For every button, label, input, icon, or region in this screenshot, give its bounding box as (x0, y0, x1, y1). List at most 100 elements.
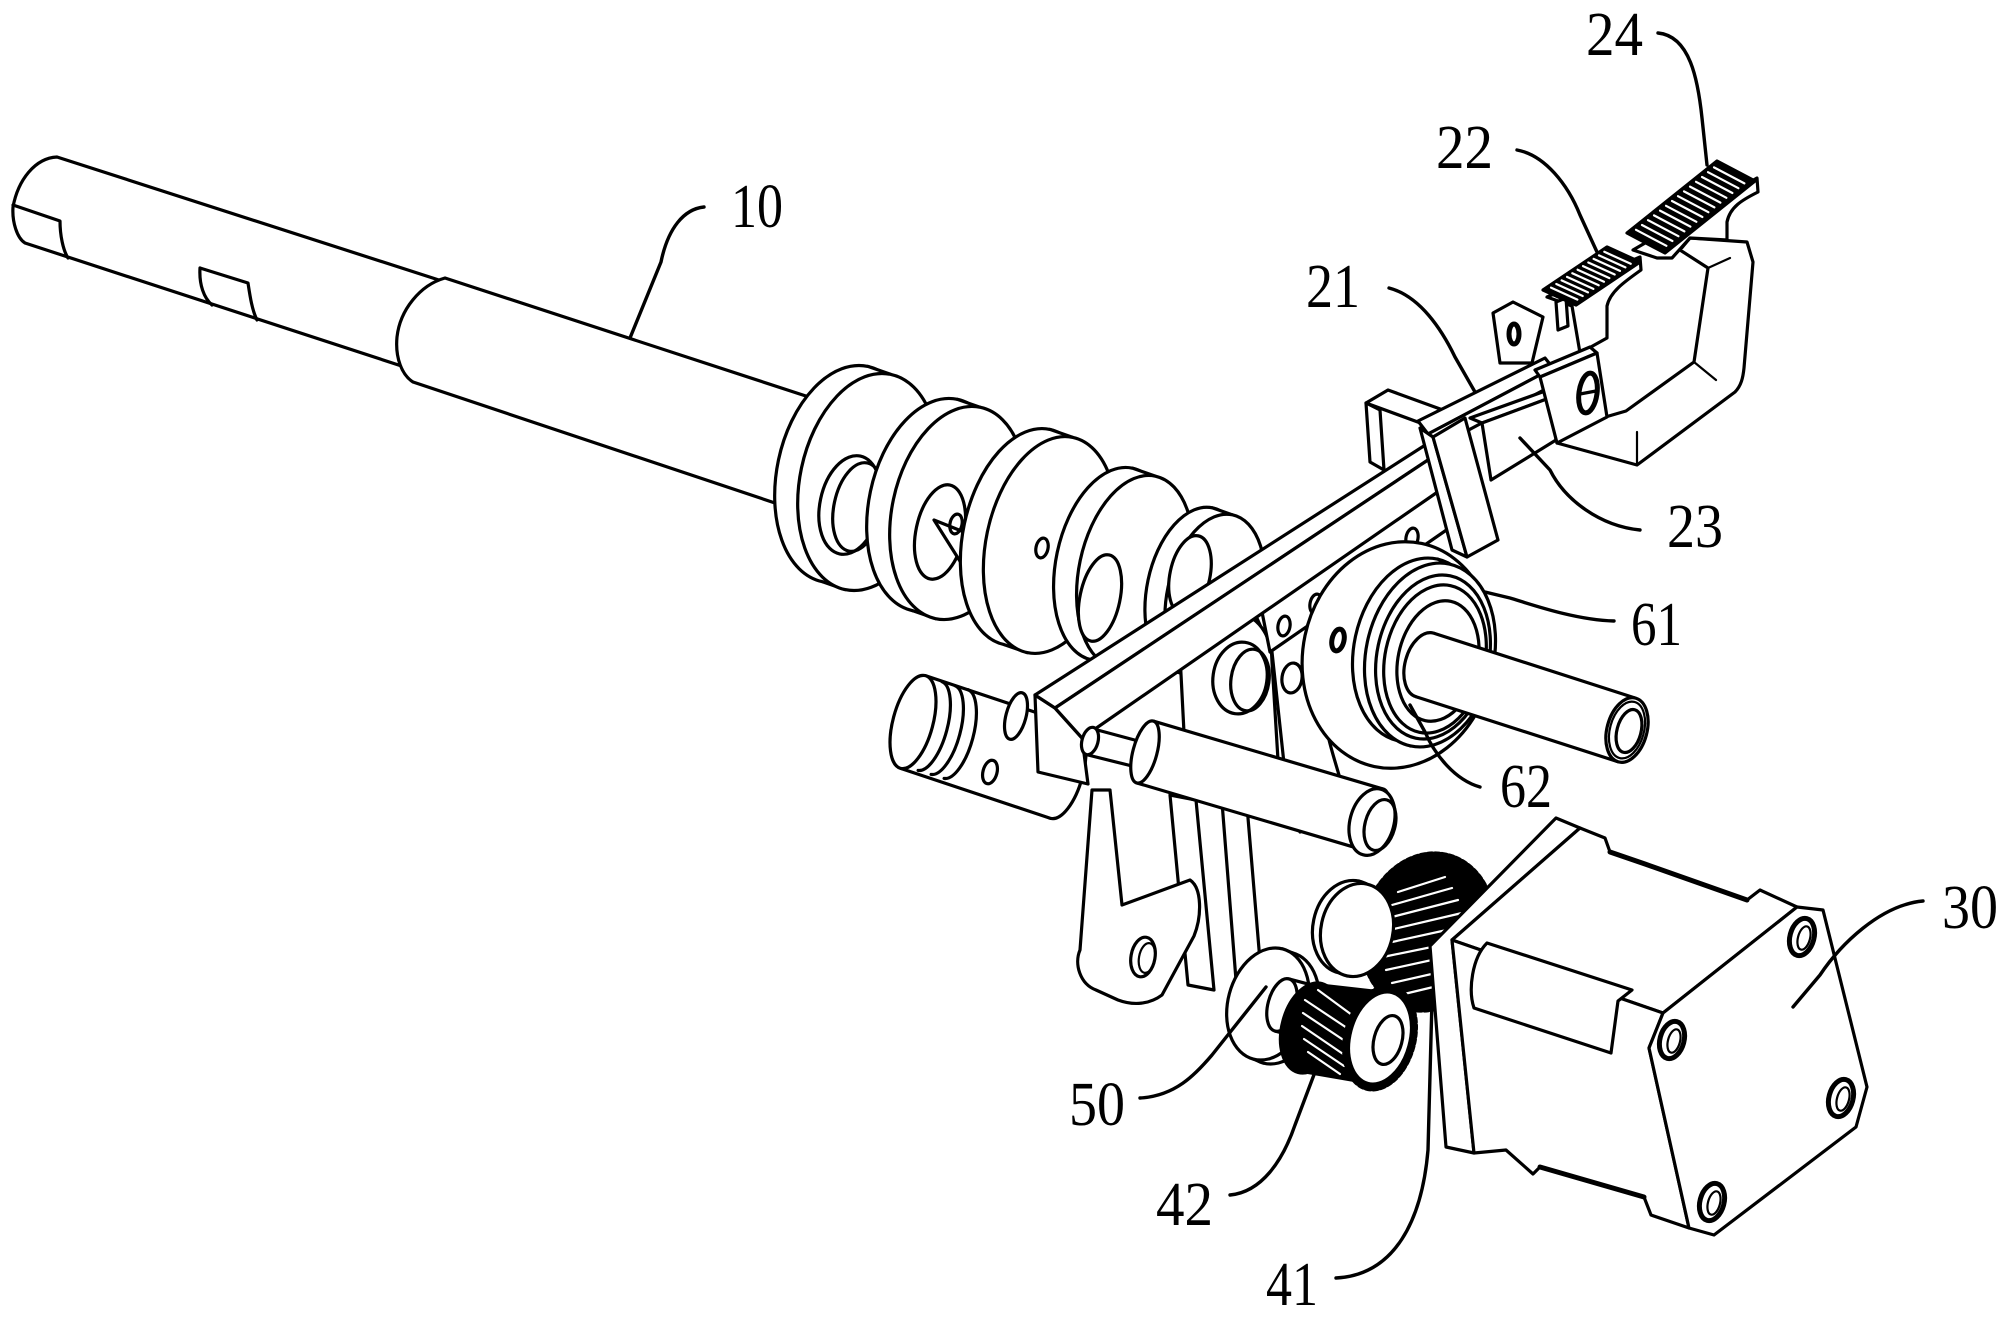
motor-top-edge (1607, 849, 1750, 903)
cam-disk-4-hub (1076, 553, 1124, 643)
rack-24-teeth-tooth-gap (1640, 223, 1674, 243)
shaft-thick-section (395, 276, 814, 510)
stepper-motor (1428, 816, 1869, 1237)
upper-link-boss (1211, 640, 1269, 716)
pipe-62-outline-top (1431, 631, 1638, 700)
pipe-62-outline-bottom (1414, 695, 1621, 764)
rack-24-teeth-tooth-gap (1688, 185, 1722, 204)
mount-hole-thread (1666, 1028, 1682, 1054)
gear-42-helix (1316, 988, 1354, 1017)
c-bracket (1555, 236, 1755, 467)
shaft-keyway (198, 266, 259, 322)
grooved-roller-face (888, 673, 938, 771)
label-62: 62 (1500, 753, 1552, 821)
gear-42-helix (1303, 998, 1352, 1032)
rack-24-teeth-tooth-gap (1634, 228, 1668, 247)
gear-41-collar-face (1318, 881, 1396, 979)
gear-41-helix (1383, 911, 1464, 933)
roller-groove (942, 688, 978, 781)
rack-22-teeth-tooth-gap (1555, 282, 1584, 298)
cam-disk-3-hole (1034, 536, 1050, 560)
leader-62 (1408, 703, 1482, 789)
connecting-rod-outline-bottom (1135, 781, 1369, 853)
small-bracket-screw (1506, 321, 1522, 347)
rack-22-teeth-tooth-gap (1560, 279, 1590, 294)
leader-50 (1138, 985, 1268, 1100)
leader-lines (628, 31, 1925, 1280)
pipe-62 (1402, 631, 1650, 764)
roller-groove (929, 684, 965, 777)
pipe-bore (1614, 707, 1644, 755)
gear-42-bore (1371, 1013, 1405, 1067)
mount-hole-thread (1706, 1190, 1722, 1216)
gear-42-helix (1302, 1037, 1346, 1068)
rack-22-teeth-tooth-gap (1603, 250, 1632, 265)
roller-collar (1002, 691, 1030, 741)
rack-22-teeth-tooth-gap (1597, 254, 1627, 269)
upright-left-post (1364, 401, 1386, 472)
cam-follower-arm-hole (948, 512, 964, 536)
label-50: 50 (1069, 1071, 1125, 1139)
reference-numerals: 10 24 22 21 23 61 62 30 50 42 41 (731, 1, 1998, 1317)
grooved-roller-outline-bottom (898, 766, 1053, 820)
rack-22-teeth-tooth-gap (1592, 257, 1622, 272)
motor-front-face (1647, 905, 1869, 1237)
upright-pillar-front (1431, 416, 1500, 559)
label-24: 24 (1586, 1, 1643, 69)
label-22: 22 (1436, 114, 1493, 182)
leader-41 (1334, 998, 1434, 1280)
leader-21 (1387, 286, 1477, 394)
connecting-rod (1129, 719, 1398, 857)
rack-22-teeth-tooth-gap (1581, 265, 1611, 280)
gear-41-helix (1396, 875, 1447, 894)
set-screw-slot (1578, 389, 1598, 396)
pipe-62-side (1416, 633, 1636, 762)
rack-24-teeth-tooth-gap (1646, 219, 1680, 238)
rack-22-teeth (1541, 245, 1642, 307)
rack-22-holder (1491, 255, 1643, 365)
connecting-rod-side (1136, 721, 1384, 851)
mount-hole-thread (1796, 925, 1812, 951)
rack-24-teeth-tooth-gap (1700, 175, 1734, 195)
gear-41-collar-solid (1310, 878, 1396, 979)
rack-24-teeth-tooth-gap (1682, 190, 1716, 209)
pipe-end-ring (1607, 700, 1647, 760)
rack-24-teeth-tooth-gap (1712, 166, 1746, 185)
rack-22-teeth-tooth-gap (1565, 275, 1595, 290)
leader-22 (1515, 148, 1599, 254)
flange-hole (1329, 626, 1347, 654)
label-41: 41 (1266, 1251, 1318, 1317)
rack-24-teeth-tooth-gap (1658, 209, 1692, 228)
connecting-rod-outline-top (1151, 719, 1385, 791)
rod-end-boss-ring (1362, 797, 1398, 853)
rack-22-teeth-tooth-gap (1549, 286, 1579, 301)
connecting-rod-face (1129, 719, 1161, 785)
screw-block (1533, 345, 1609, 445)
label-21: 21 (1306, 253, 1360, 321)
rack-24-teeth-tooth-gap (1676, 195, 1710, 214)
rack-24-teeth-tooth-gap (1652, 214, 1686, 233)
rack-24-teeth-tooth-gap (1706, 171, 1740, 190)
shaft-end-flat (11, 203, 70, 260)
rack-24-teeth-tooth-gap (1664, 204, 1698, 223)
rack-24-teeth-tooth-gap (1670, 199, 1704, 219)
motor-bottom-edge (1537, 1164, 1647, 1200)
gear-41-helix (1386, 898, 1460, 920)
rod-pin-end (1079, 725, 1101, 757)
c-bracket-edge (1635, 256, 1732, 467)
gear-42-helix (1306, 1050, 1342, 1076)
rack-22-body (1545, 255, 1643, 355)
gear-42-helix (1300, 1024, 1348, 1058)
plate-hole (1276, 614, 1292, 638)
shaft-thin-section (11, 155, 444, 374)
leader-10 (628, 205, 706, 340)
upper-link-boss-inner (1229, 647, 1271, 713)
upright-pillar (1418, 416, 1500, 559)
label-30: 30 (1942, 874, 1998, 942)
rack-22-slot (1554, 296, 1570, 332)
leader-23 (1518, 436, 1642, 532)
label-42: 42 (1156, 1171, 1213, 1239)
gear-42-helix (1301, 1011, 1350, 1045)
main-shaft (11, 155, 814, 510)
